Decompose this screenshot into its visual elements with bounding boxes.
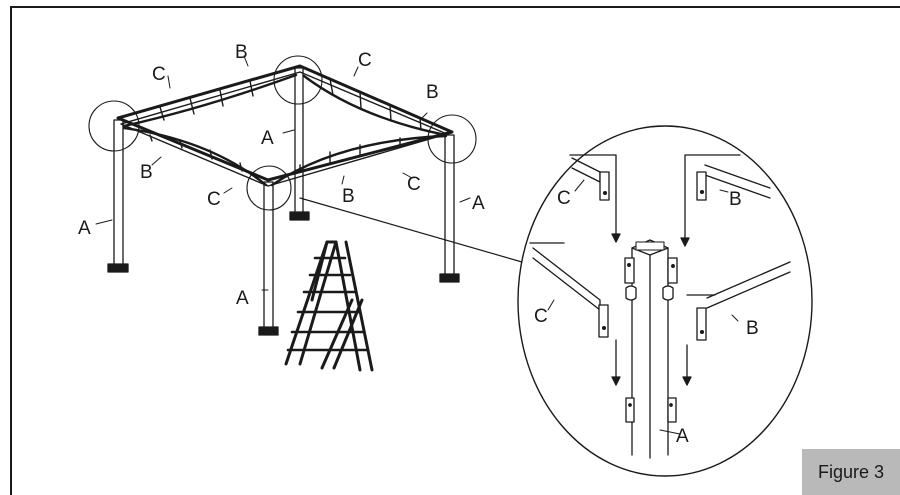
label-beam-b-back: B [235,42,248,63]
label-beam-c-right: C [358,50,372,71]
figure-frame [10,6,900,495]
label-beam-c-front: C [407,174,421,195]
label-beam-b-detail-top: B [729,189,742,210]
label-post-detail: A [676,426,689,447]
label-beam-b-detail-bottom: B [746,318,759,339]
label-beam-c-left: C [207,189,221,210]
roof-frame [116,64,454,187]
label-beam-c-detail-top: C [557,188,571,209]
label-leg-right: A [472,193,485,214]
label-beam-b-front: B [342,186,355,207]
label-beam-b-left: B [140,162,153,183]
label-beam-c-back: C [152,64,166,85]
label-leaders [95,55,739,435]
step-ladder [284,240,374,372]
magnified-joint-detail [517,125,813,477]
figure-number-label: Figure 3 [802,449,900,495]
detail-leader-line [299,197,523,263]
part-labels: A A A A A B B B B B B C C C C C C [78,42,759,447]
label-beam-b-right: B [426,82,439,103]
label-leg-back-left: A [78,218,91,239]
corner-detail-circles [88,55,477,211]
label-beam-c-detail-bottom: C [534,306,548,327]
label-leg-front: A [236,288,249,309]
gazebo-legs [107,67,460,336]
label-leg-back-center: A [261,128,274,149]
